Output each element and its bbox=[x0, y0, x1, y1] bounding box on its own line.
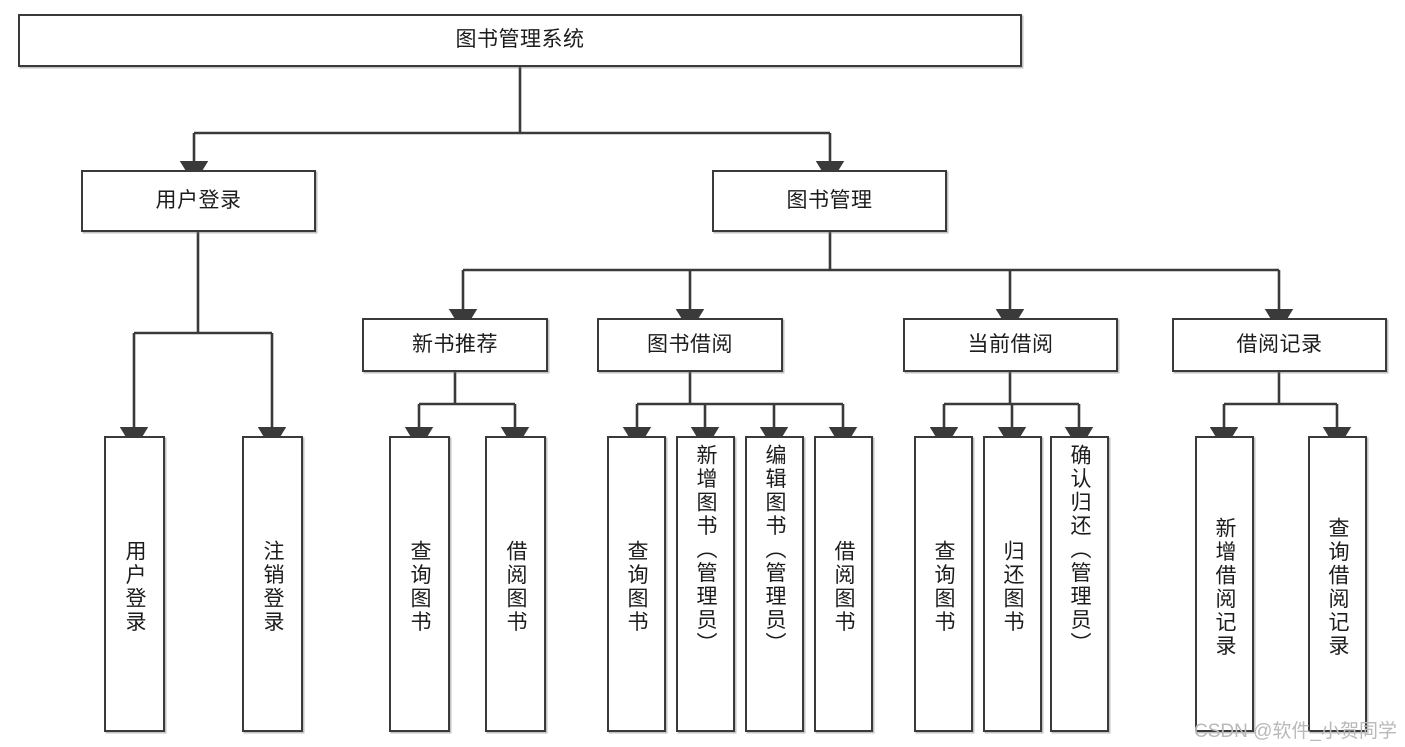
node-leaf-user-login[interactable]: 用户登录 bbox=[104, 436, 165, 732]
node-leaf-add-borrow-record[interactable]: 新增借阅记录 bbox=[1195, 436, 1254, 732]
node-label: 新书推荐 bbox=[412, 332, 498, 356]
node-leaf-return-book[interactable]: 归还图书 bbox=[983, 436, 1042, 732]
node-leaf-query-book-current[interactable]: 查询图书 bbox=[914, 436, 973, 732]
node-leaf-borrow-book[interactable]: 借阅图书 bbox=[814, 436, 873, 732]
node-label: 编辑图书（管理员） bbox=[763, 444, 786, 656]
node-label: 查询图书 bbox=[932, 540, 955, 634]
node-leaf-query-book-recommend[interactable]: 查询图书 bbox=[389, 436, 450, 732]
node-label: 当前借阅 bbox=[967, 332, 1054, 356]
node-leaf-confirm-return-admin[interactable]: 确认归还（管理员） bbox=[1050, 436, 1109, 732]
node-label: 图书借阅 bbox=[647, 332, 733, 356]
node-label: 用户登录 bbox=[123, 540, 146, 634]
node-leaf-borrow-book-recommend[interactable]: 借阅图书 bbox=[485, 436, 546, 732]
node-label: 借阅图书 bbox=[832, 540, 855, 634]
node-new-book-recommend[interactable]: 新书推荐 bbox=[362, 318, 548, 372]
node-root-book-management-system[interactable]: 图书管理系统 bbox=[18, 14, 1022, 67]
node-user-login[interactable]: 用户登录 bbox=[81, 170, 316, 232]
node-label: 确认归还（管理员） bbox=[1068, 444, 1091, 656]
node-leaf-add-book-admin[interactable]: 新增图书（管理员） bbox=[676, 436, 735, 732]
node-label: 查询借阅记录 bbox=[1326, 516, 1349, 658]
node-label: 查询图书 bbox=[625, 540, 648, 634]
node-book-borrow[interactable]: 图书借阅 bbox=[597, 318, 783, 372]
node-label: 查询图书 bbox=[408, 540, 431, 634]
node-label: 归还图书 bbox=[1001, 540, 1024, 634]
node-borrow-record[interactable]: 借阅记录 bbox=[1172, 318, 1387, 372]
node-leaf-query-borrow-record[interactable]: 查询借阅记录 bbox=[1308, 436, 1367, 732]
node-leaf-edit-book-admin[interactable]: 编辑图书（管理员） bbox=[745, 436, 804, 732]
node-label: 借阅图书 bbox=[504, 540, 527, 634]
node-label: 图书管理 bbox=[786, 188, 873, 212]
node-leaf-query-book-borrow[interactable]: 查询图书 bbox=[607, 436, 666, 732]
node-label: 图书管理系统 bbox=[455, 28, 585, 52]
node-label: 用户登录 bbox=[155, 188, 242, 212]
node-label: 新增图书（管理员） bbox=[694, 444, 717, 656]
node-book-management[interactable]: 图书管理 bbox=[712, 170, 947, 232]
node-label: 新增借阅记录 bbox=[1213, 516, 1236, 658]
node-current-borrow[interactable]: 当前借阅 bbox=[903, 318, 1118, 372]
node-leaf-logout-login[interactable]: 注销登录 bbox=[242, 436, 303, 732]
node-label: 借阅记录 bbox=[1236, 332, 1323, 356]
watermark-text: CSDN @软件_小贺同学 bbox=[1194, 721, 1397, 742]
node-label: 注销登录 bbox=[261, 540, 284, 634]
